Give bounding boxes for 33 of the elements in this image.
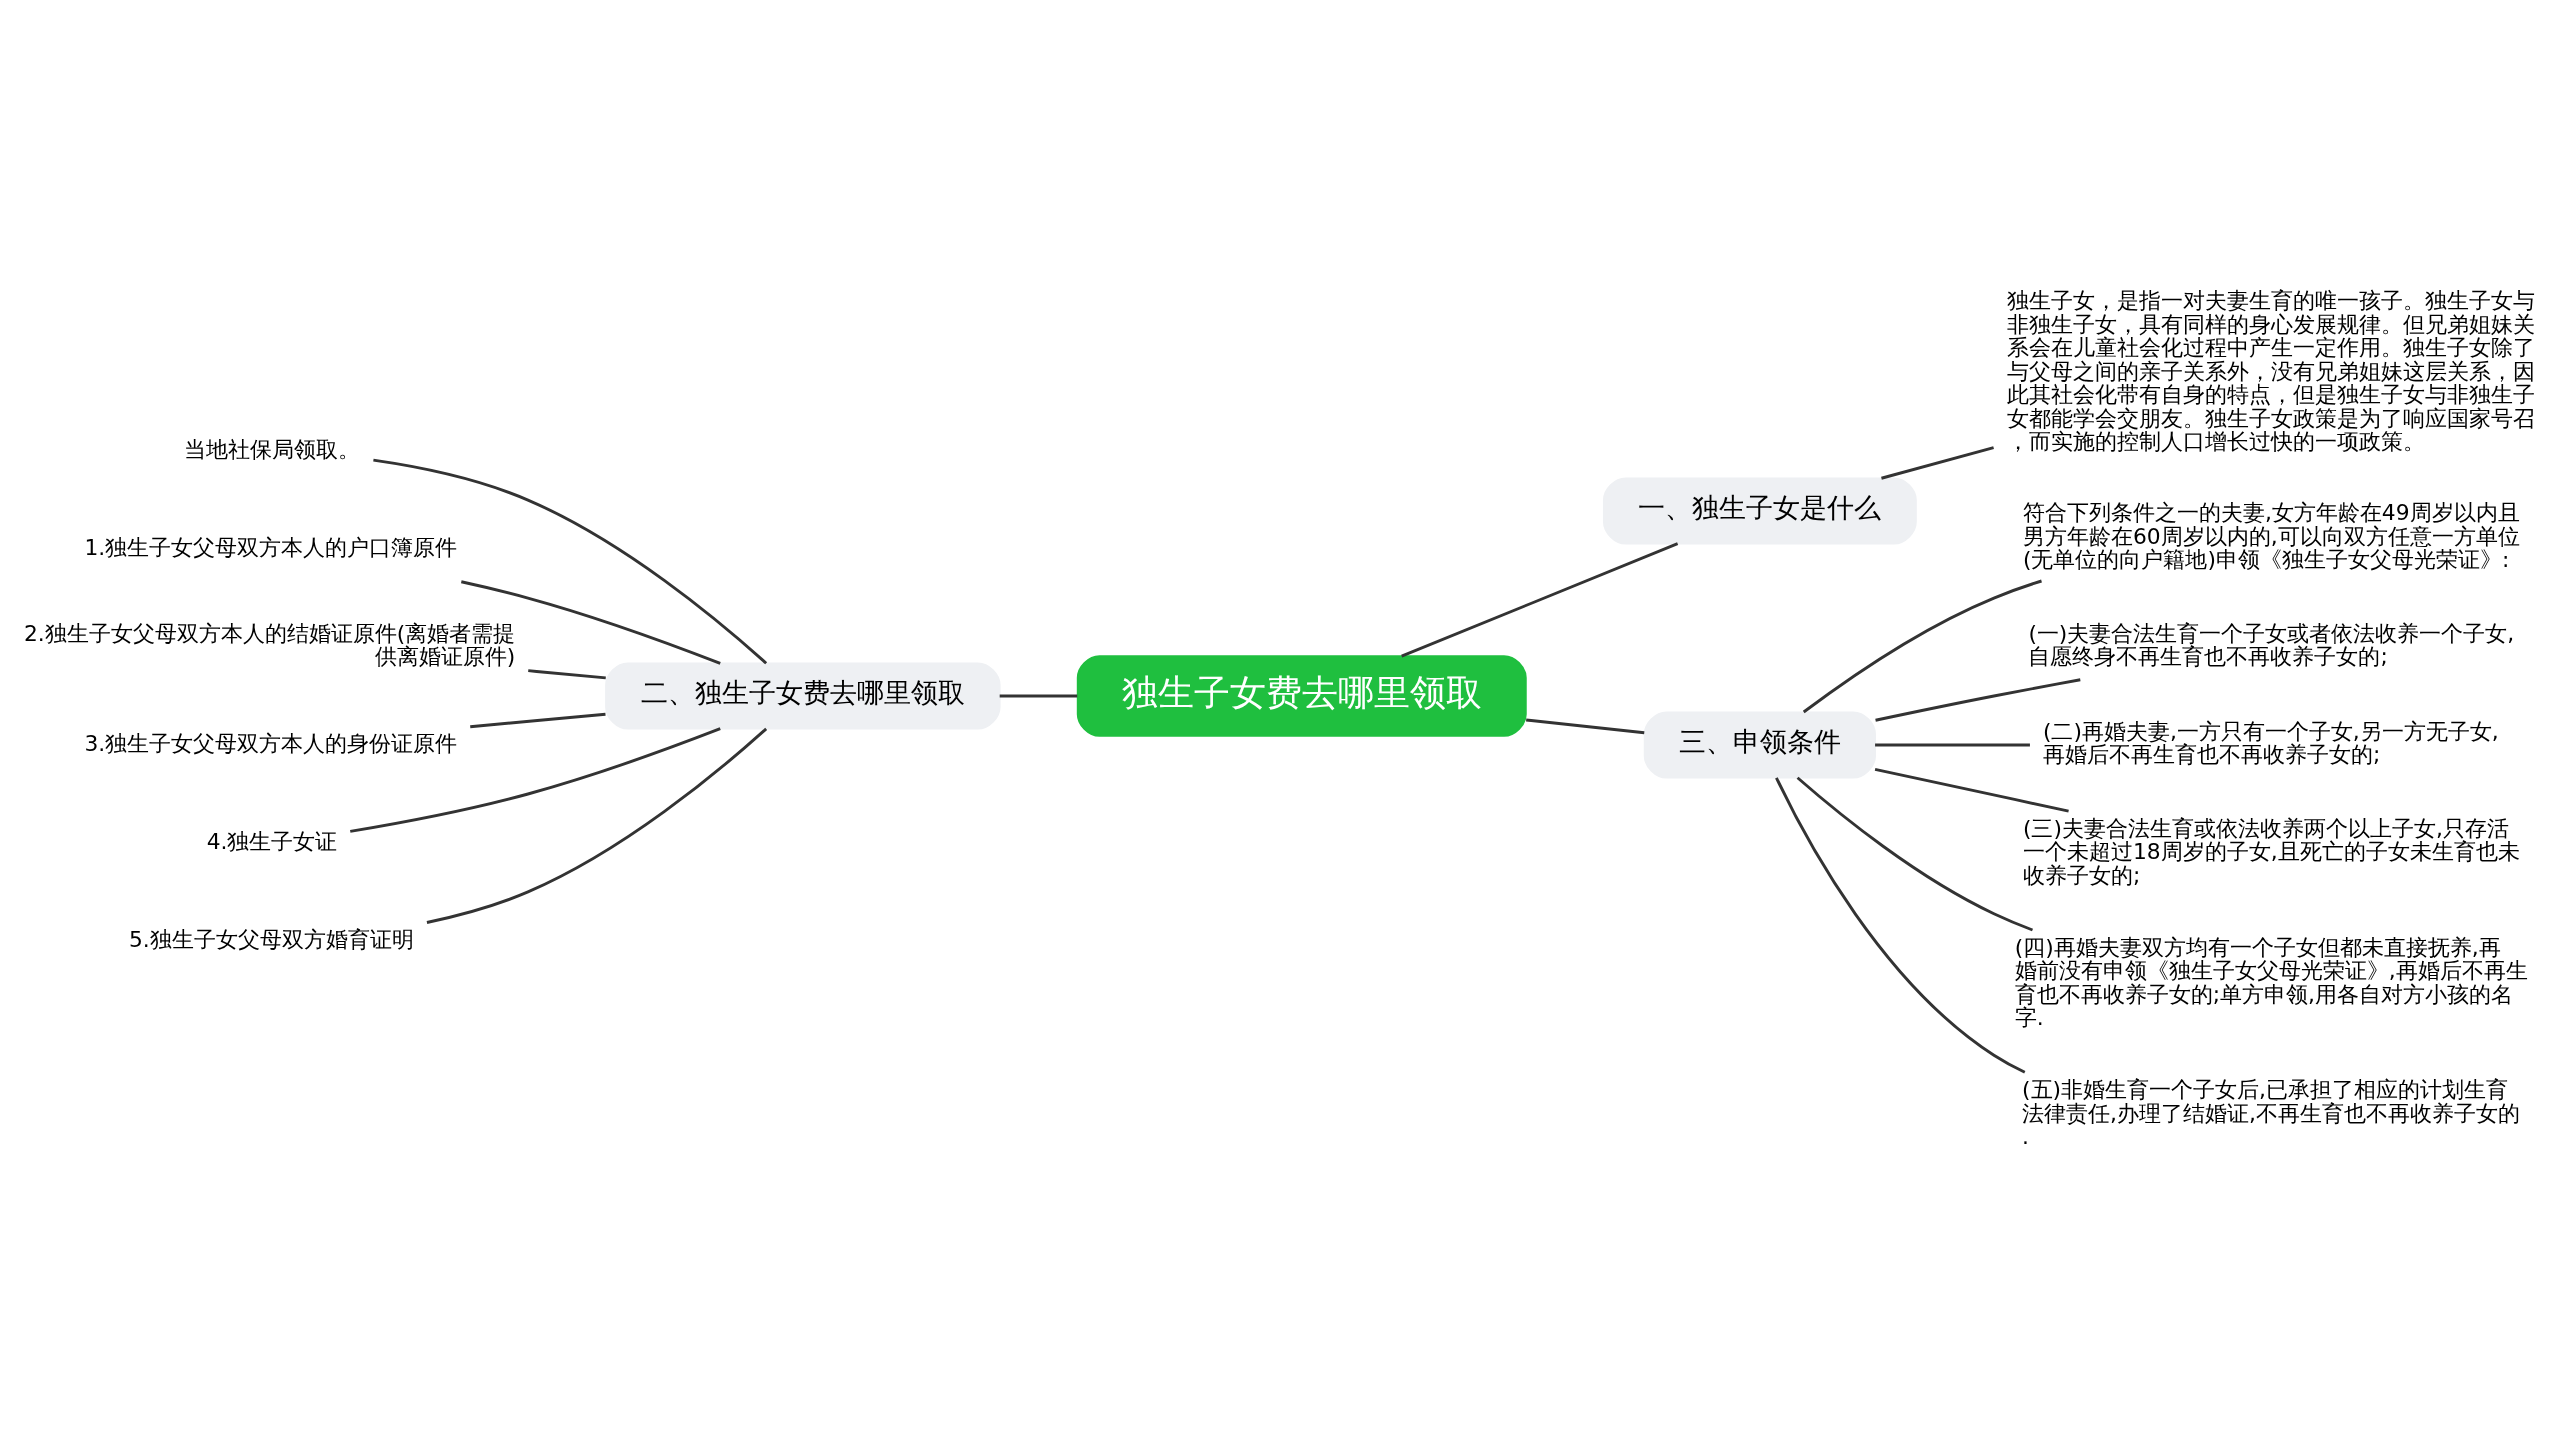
connector [1875,678,2081,722]
node-text: 5.独生子女父母双方婚育证明 [128,926,414,952]
node-text: (一)夫妻合法生育一个子女或者依法收养一个子女,自愿终身不再生育也不再收养子女的; [2028,620,2515,670]
node-text: 3.独生子女父母双方本人的身份证原件 [84,730,458,756]
node-box: 独生子女费去哪里领取 [1076,655,1527,737]
node-text: 当地社保局领取。 [184,436,361,462]
connector [373,458,768,665]
connector [1874,768,2069,813]
node-text: (二)再婚夫妻,一方只有一个子女,另一方无子女,再婚后不再生育也不再收养子女的; [2042,718,2499,768]
connector [1796,776,2034,932]
node-text: (四)再婚夫妻双方均有一个子女但都未直接抚养,再婚前没有申领《独生子女父母光荣证》,再婚后不再生育也不再收养子女的;单方申领,用各自对方小孩的名字. [2014,934,2528,1031]
node-text: 4.独生子女证 [206,828,338,854]
connector [1802,579,2042,714]
node-box: 二、独生子女费去哪里领取 [605,662,1001,730]
connector [470,712,606,729]
connector [426,727,768,924]
node-box: 三、申领条件 [1643,711,1876,779]
node-text: 2.独生子女父母双方本人的结婚证原件(离婚者需提供离婚证原件) [24,620,516,670]
node-text: (五)非婚生育一个子女后,已承担了相应的计划生育法律责任,办理了结婚证,不再生育也不再收养子女的. [2022,1077,2520,1150]
connector [1875,743,2030,747]
connector [999,694,1078,698]
connector [1401,542,1679,658]
node-text: (三)夫妻合法生育或依法收养两个以上子女,只存活一个未超过18周岁的子女,且死亡的子女未生育也未收养子女的; [2022,815,2520,889]
connector [1526,718,1645,735]
connector [461,580,721,665]
node-text: 符合下列条件之一的夫妻,女方年龄在49周岁以内且男方年龄在60周岁以内的,可以向双方任意一方单位(无单位的向户籍地)申领《独生子女父母光荣证》: [2022,500,2520,573]
node-text: 独生子女，是指一对夫妻生育的唯一孩子。独生子女与非独生子女，具有同样的身心发展规律。但兄弟姐妹关系会在儿童社会化过程中产生一定作用。独生子女除了与父母之间的亲子关系外，没有兄弟姐妹这层关系，因此其社会化带有自身的特点，但是独生子女与非独生子女都能学会交朋友。独生子女政策是为了响应国家号召，而实施的控制人口增长过快的一项政策。 [2006,287,2535,455]
node-box: 一、独生子女是什么 [1602,477,1917,545]
connector [1881,446,1994,480]
node-text: 1.独生子女父母双方本人的户口簿原件 [84,534,458,560]
connector [350,727,721,833]
connector [528,669,606,680]
connector [1775,777,2026,1074]
